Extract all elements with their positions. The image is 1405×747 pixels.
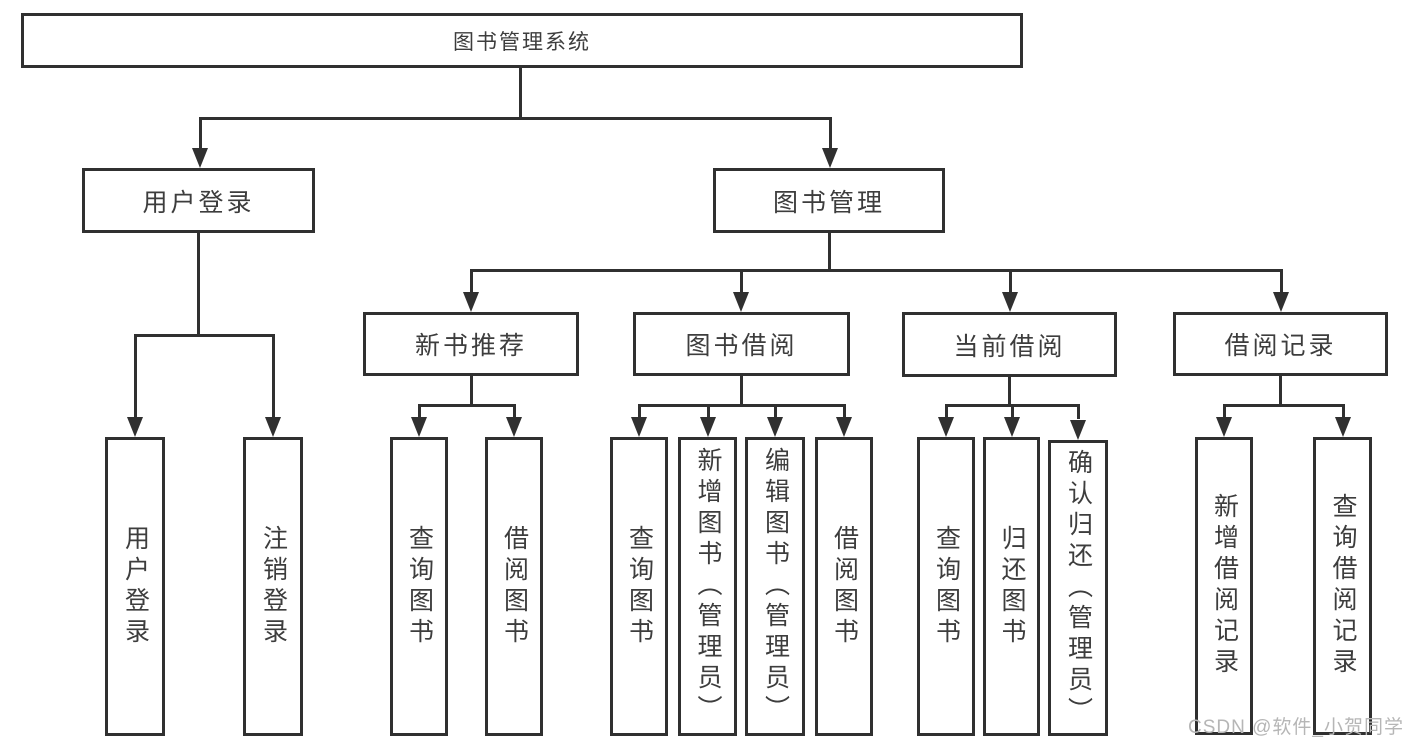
connector-line: [773, 404, 777, 419]
arrow-down-icon: [265, 417, 281, 437]
node-root-label: 图书管理系统: [453, 30, 591, 54]
connector-line: [133, 334, 137, 417]
node-book-borrow-label: 图书借阅: [685, 332, 798, 360]
connector-line: [1341, 404, 1345, 419]
arrow-down-icon: [1273, 292, 1289, 312]
arrow-down-icon: [767, 417, 783, 437]
connector-line: [1222, 404, 1345, 407]
connector-line: [417, 404, 421, 419]
node-v-query-book-1: 查询图书: [390, 437, 448, 736]
node-v-logout-label: 注销登录: [259, 524, 288, 649]
node-current-borrow-label: 当前借阅: [953, 332, 1066, 361]
node-v-edit-book-label: 编辑图书（管理员）: [761, 447, 790, 726]
node-v-query-book-3: 查询图书: [917, 437, 975, 736]
arrow-down-icon: [411, 417, 427, 437]
node-user-login: 用户登录: [82, 168, 315, 233]
node-v-return-book-label: 归还图书: [998, 524, 1026, 649]
connector-line: [469, 376, 473, 406]
node-v-add-record-label: 新增借阅记录: [1210, 493, 1239, 679]
connector-line: [469, 269, 473, 294]
node-v-add-book: 新增图书（管理员）: [678, 437, 737, 736]
node-v-borrow-book-1: 借阅图书: [485, 437, 543, 736]
connector-line: [417, 404, 516, 407]
node-borrow-records-label: 借阅记录: [1224, 332, 1337, 360]
arrow-down-icon: [700, 417, 716, 437]
node-book-borrow: 图书借阅: [633, 312, 850, 376]
connector-line: [706, 404, 710, 419]
connector-line: [1279, 376, 1282, 406]
connector-line: [944, 404, 948, 419]
arrow-down-icon: [733, 292, 749, 312]
node-v-query-record-label: 查询借阅记录: [1329, 493, 1357, 679]
connector-line: [827, 233, 831, 271]
node-v-return-book: 归还图书: [983, 437, 1040, 736]
arrow-down-icon: [506, 417, 522, 437]
connector-line: [842, 404, 846, 419]
node-v-borrow-book-1-label: 借阅图书: [500, 524, 529, 649]
connector-line: [271, 334, 275, 417]
arrow-down-icon: [631, 417, 647, 437]
node-current-borrow: 当前借阅: [902, 312, 1117, 377]
node-book-mgmt-label: 图书管理: [772, 188, 885, 217]
node-v-add-book-label: 新增图书（管理员）: [694, 447, 722, 726]
connector-line: [198, 117, 832, 120]
arrow-down-icon: [822, 148, 838, 168]
node-v-confirm-return: 确认归还（管理员）: [1048, 440, 1108, 736]
connector-line: [1008, 377, 1011, 406]
node-v-user-login: 用户登录: [105, 437, 165, 736]
arrow-down-icon: [192, 148, 208, 168]
connector-line: [133, 334, 275, 337]
connector-line: [740, 376, 743, 406]
node-v-query-book-1-label: 查询图书: [405, 524, 434, 649]
arrow-down-icon: [1004, 417, 1020, 437]
node-v-confirm-return-label: 确认归还（管理员）: [1064, 448, 1093, 728]
connector-line: [1076, 404, 1080, 419]
node-v-add-record: 新增借阅记录: [1195, 437, 1253, 735]
node-new-book-rec: 新书推荐: [363, 312, 579, 376]
arrow-down-icon: [127, 417, 143, 437]
node-v-logout: 注销登录: [243, 437, 303, 736]
connector-line: [1279, 269, 1283, 294]
node-v-user-login-label: 用户登录: [121, 524, 150, 649]
connector-line: [1010, 404, 1014, 419]
connector-line: [198, 117, 202, 150]
node-v-query-book-2: 查询图书: [610, 437, 668, 736]
connector-line: [197, 233, 200, 336]
arrow-down-icon: [1216, 417, 1232, 437]
node-v-query-book-2-label: 查询图书: [625, 524, 654, 649]
node-root: 图书管理系统: [21, 13, 1023, 68]
arrow-down-icon: [1070, 420, 1086, 440]
node-borrow-records: 借阅记录: [1173, 312, 1388, 376]
node-v-query-record: 查询借阅记录: [1313, 437, 1372, 735]
arrow-down-icon: [463, 292, 479, 312]
arrow-down-icon: [1002, 292, 1018, 312]
node-v-edit-book: 编辑图书（管理员）: [745, 437, 805, 736]
connector-line: [512, 404, 516, 419]
connector-line: [519, 68, 522, 119]
arrow-down-icon: [1335, 417, 1351, 437]
connector-line: [1008, 269, 1012, 294]
watermark: CSDN @软件_小贺同学: [1188, 717, 1404, 738]
connector-line: [828, 117, 832, 150]
node-book-mgmt: 图书管理: [713, 168, 945, 233]
connector-line: [469, 269, 1283, 272]
connector-line: [637, 404, 846, 407]
node-v-borrow-book-2: 借阅图书: [815, 437, 873, 736]
node-new-book-rec-label: 新书推荐: [414, 332, 527, 360]
node-v-query-book-3-label: 查询图书: [932, 524, 961, 649]
node-v-borrow-book-2-label: 借阅图书: [830, 524, 859, 649]
node-user-login-label: 用户登录: [142, 188, 255, 217]
arrow-down-icon: [938, 417, 954, 437]
connector-line: [637, 404, 641, 419]
connector-line: [1222, 404, 1226, 419]
arrow-down-icon: [836, 417, 852, 437]
connector-line: [739, 269, 743, 294]
